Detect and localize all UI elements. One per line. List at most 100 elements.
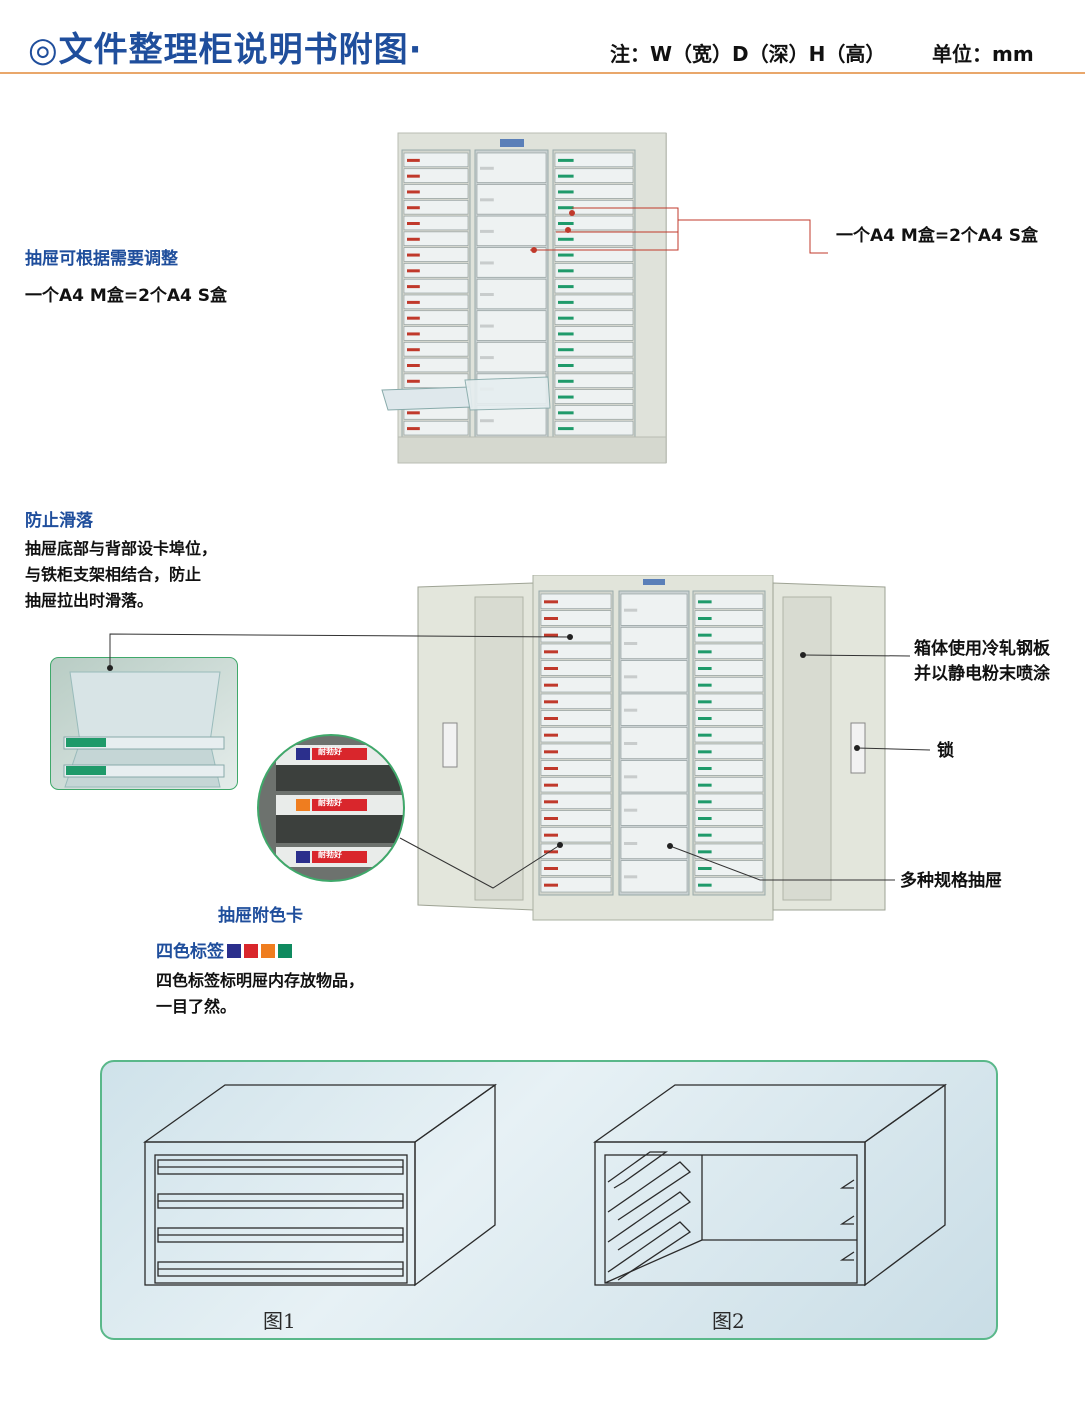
- drawer-label: [558, 316, 574, 320]
- drawer-label: [558, 332, 574, 336]
- tag-label: 耐勃好: [318, 798, 342, 807]
- drawer: [554, 326, 634, 341]
- drawer-label: [698, 600, 712, 604]
- page-title: ◎文件整理柜说明书附图·: [28, 30, 423, 70]
- drawer-label: [624, 808, 638, 812]
- orange-swatch: [261, 944, 275, 958]
- drawer: [540, 877, 612, 893]
- drawer-label: [698, 867, 712, 870]
- color-card-line: 一目了然。: [156, 997, 237, 1016]
- dimension-note: 注：W（宽）D（深）H（高）: [610, 42, 886, 66]
- adjustable-text: 一个A4 M盒=2个A4 S盒: [25, 286, 228, 306]
- box-ratio-callout: 一个A4 M盒=2个A4 S盒: [836, 226, 1039, 246]
- adjustable-heading: 抽屉可根据需要调整: [25, 249, 178, 269]
- drawer: [554, 215, 634, 231]
- drawer-label: [544, 783, 558, 787]
- drawer: [540, 810, 612, 826]
- drawer-label: [698, 833, 712, 837]
- drawer-label: [558, 206, 574, 210]
- color-card-line: 四色标签标明屉内存放物品，: [156, 971, 365, 990]
- drawer-label: [624, 642, 638, 645]
- drawer: [540, 610, 612, 626]
- four-color-label-row: 四色标签: [156, 937, 292, 962]
- drawer-label: [407, 379, 420, 383]
- drawer-types-callout: 多种规格抽屉: [900, 871, 1002, 891]
- drawer: [554, 152, 634, 168]
- drawer: [694, 760, 764, 776]
- drawer-label: [480, 356, 494, 360]
- drawer: [554, 357, 634, 373]
- drawer-label: [698, 717, 712, 720]
- drawer: [540, 860, 612, 876]
- unit-note: 单位：mm: [932, 42, 1034, 66]
- tag-label: 耐勃好: [318, 747, 342, 756]
- drawer-label: [558, 379, 574, 383]
- drawer-label: [407, 174, 420, 178]
- box-ratio-leader-lines: [530, 207, 828, 254]
- drawer-label: [698, 650, 712, 654]
- drawer-label: [544, 683, 558, 687]
- drawer: [554, 294, 634, 310]
- drawer-label: [480, 324, 494, 328]
- drawer: [694, 777, 764, 793]
- drawer-label: [407, 364, 420, 367]
- drawer-label: [480, 261, 494, 265]
- drawer: [540, 727, 612, 743]
- drawer-label: [698, 817, 712, 820]
- anti-slip-line: 与铁柜支架相结合，防止: [25, 565, 202, 584]
- color-card-heading: 抽屉附色卡: [218, 906, 303, 926]
- drawer: [554, 200, 634, 215]
- drawer: [694, 710, 764, 726]
- drawer: [540, 693, 612, 709]
- drawer-label: [407, 316, 420, 320]
- drawer: [694, 743, 764, 759]
- drawer-label: [544, 667, 558, 670]
- open-door-cabinet-image: [417, 575, 886, 921]
- drawer-label: [698, 683, 712, 687]
- drawer-label: [698, 767, 712, 770]
- drawer-label: [558, 395, 574, 399]
- steel-callout-line: 并以静电粉末喷涂: [914, 664, 1050, 684]
- drawer-label: [544, 700, 558, 704]
- drawer-label: [544, 633, 558, 637]
- drawer-label: [407, 158, 420, 162]
- drawer-label: [698, 783, 712, 787]
- drawer-label: [558, 427, 574, 431]
- figure-2-caption: 图2: [712, 1309, 745, 1333]
- figure-1-drawing: [142, 1083, 498, 1287]
- drawer-label: [558, 253, 574, 257]
- drawer: [540, 677, 612, 693]
- drawer-label: [698, 667, 712, 670]
- drawer-label: [544, 800, 558, 804]
- drawer-label: [558, 364, 574, 367]
- drawer: [540, 793, 612, 809]
- drawer-label: [698, 800, 712, 804]
- drawer: [554, 373, 634, 388]
- drawer-label: [407, 206, 420, 210]
- drawer-label: [624, 742, 638, 745]
- drawer: [554, 247, 634, 262]
- drawer-label: [407, 237, 420, 241]
- structure-diagram-panel: [100, 1060, 998, 1340]
- drawer-label: [558, 237, 574, 241]
- figure-2-drawing: [592, 1083, 948, 1287]
- color-card-text: 四色标签标明屉内存放物品， 一目了然。: [156, 968, 364, 1020]
- drawer: [694, 627, 764, 643]
- drawer: [540, 643, 612, 659]
- drawer-label: [544, 717, 558, 720]
- drawer: [694, 677, 764, 693]
- drawer: [554, 263, 634, 278]
- drawer: [694, 727, 764, 743]
- drawer: [540, 593, 612, 609]
- drawer: [694, 643, 764, 659]
- drawer-label: [558, 269, 574, 273]
- anti-slip-text: 抽屉底部与背部设卡埠位， 与铁柜支架相结合，防止 抽屉拉出时滑落。: [25, 536, 217, 614]
- drawer: [403, 326, 469, 341]
- drawer: [694, 877, 764, 893]
- drawer-label: [558, 411, 574, 415]
- drawer: [403, 247, 469, 262]
- drawer: [403, 168, 469, 183]
- drawer: [403, 420, 469, 436]
- drawer: [540, 777, 612, 793]
- drawer-label: [698, 850, 712, 854]
